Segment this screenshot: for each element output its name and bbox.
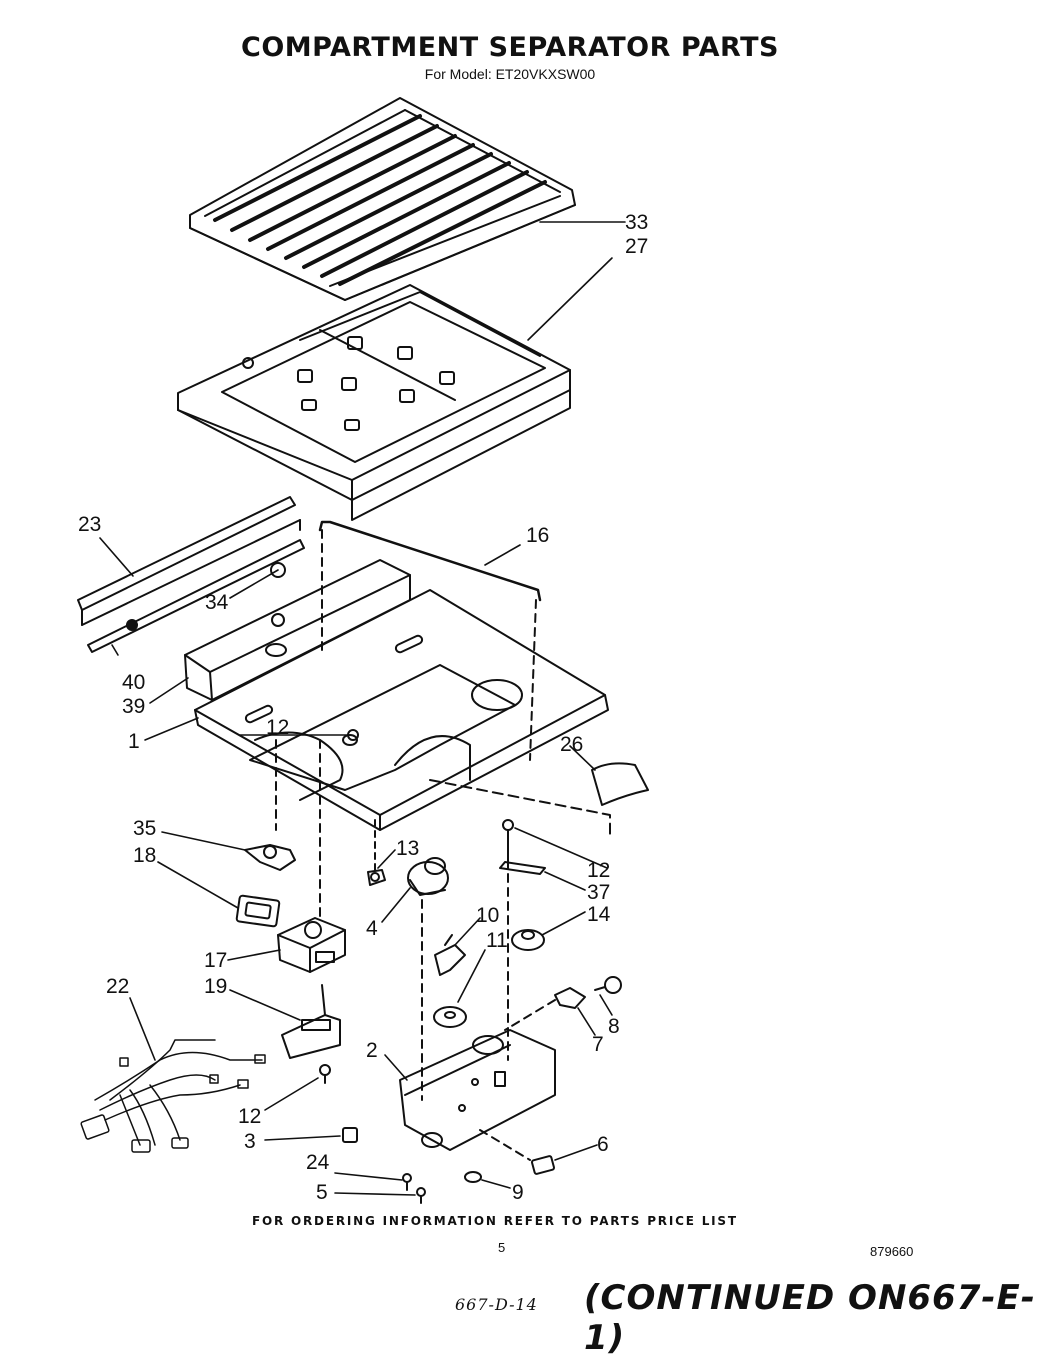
callout-2: 2 [366, 1039, 378, 1062]
callout-17: 17 [204, 949, 228, 972]
callout-39: 39 [122, 695, 146, 718]
part-37-shim [499, 861, 546, 875]
callout-9: 9 [512, 1181, 524, 1204]
part-24-screw [402, 1173, 412, 1191]
part-35-knob [244, 844, 296, 871]
callout-27: 27 [625, 235, 649, 258]
callout-5: 5 [316, 1181, 328, 1204]
part-16-wire [318, 520, 542, 602]
callout-34: 34 [205, 591, 229, 614]
part-12-screw-upper [502, 819, 514, 861]
part-13-clip [367, 869, 386, 886]
part-14-fan-blade [511, 929, 545, 951]
part-1-separator-pan [194, 589, 609, 831]
part-11-grommet [433, 1006, 467, 1028]
callout-18: 18 [133, 844, 157, 867]
exploded-parts-diagram [77, 97, 649, 1204]
part-3-clip [342, 1127, 358, 1143]
part-8-bulb [594, 976, 622, 994]
part-7-lamp-socket [554, 987, 586, 1009]
callout-4: 4 [366, 917, 378, 940]
callout-40: 40 [122, 671, 146, 694]
part-18-bezel [235, 894, 281, 928]
part-12-screw-lower [319, 1064, 331, 1084]
part-33-shelf-cover [189, 97, 576, 301]
callout-14: 14 [587, 903, 611, 926]
part-27-separator-frame [177, 284, 571, 521]
callout-35: 35 [133, 817, 157, 840]
callout-12-lower: 12 [238, 1105, 262, 1128]
continued-note: (CONTINUED ON667-E-1) [584, 1278, 1036, 1358]
callout-24: 24 [306, 1151, 330, 1174]
callout-26: 26 [560, 733, 584, 756]
part-26-deflector [591, 762, 649, 806]
callout-37: 37 [587, 881, 611, 904]
ordering-info-footer: FOR ORDERING INFORMATION REFER TO PARTS … [252, 1214, 738, 1228]
page-title: COMPARTMENT SEPARATOR PARTS [241, 32, 779, 63]
part-23-trim-strip [77, 496, 301, 626]
part-2-control-bracket [399, 1029, 556, 1151]
part-9-grommet [464, 1171, 482, 1183]
callout-16: 16 [526, 524, 550, 547]
callout-3: 3 [244, 1130, 256, 1153]
callout-12-center: 12 [266, 716, 290, 739]
model-subtitle: For Model: ET20VKXSW00 [424, 66, 596, 82]
leader-lines [99, 221, 626, 1196]
handwritten-reference: 667-D-14 [455, 1295, 538, 1314]
part-6-connector [530, 1155, 556, 1175]
part-10-switch [434, 934, 466, 976]
callout-12-upper: 12 [587, 859, 611, 882]
part-17-control-housing [277, 917, 346, 973]
callout-1: 1 [128, 730, 140, 753]
callout-8: 8 [608, 1015, 620, 1038]
part-19-bracket [281, 984, 341, 1059]
part-39-front-block [184, 559, 411, 701]
callout-11: 11 [486, 929, 508, 952]
callout-22: 22 [106, 975, 130, 998]
page-number: 5 [498, 1240, 506, 1255]
callout-19: 19 [204, 975, 228, 998]
callout-23: 23 [78, 513, 102, 536]
callout-7: 7 [592, 1033, 604, 1056]
part-5-screw [416, 1187, 426, 1204]
part-40-gasket-strip [87, 539, 305, 653]
callout-13: 13 [396, 837, 420, 860]
callout-6: 6 [597, 1133, 609, 1156]
part-22-wire-harness [80, 1039, 266, 1153]
callout-10: 10 [476, 904, 500, 927]
document-number: 879660 [870, 1244, 914, 1259]
callout-33: 33 [625, 211, 649, 234]
part-4-fan-motor [407, 857, 449, 896]
